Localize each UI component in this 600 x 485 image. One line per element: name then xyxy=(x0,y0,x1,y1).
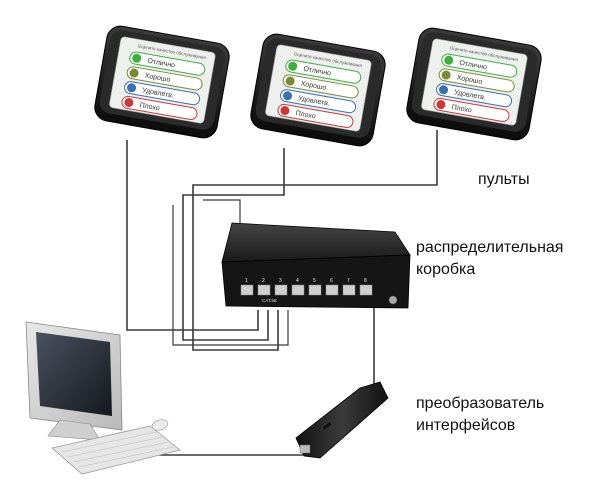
distribution-box: 1 2 3 4 5 6 7 8 CAT.5E xyxy=(221,222,411,309)
port-number: 3 xyxy=(279,278,282,284)
port-number: 6 xyxy=(330,278,333,284)
label-converter-2: интерфейсов xyxy=(416,417,516,434)
remote-button-label: Отлично xyxy=(459,60,488,72)
label-distribution-box-1: распределительная xyxy=(416,239,564,256)
remote-1: Оцените качество обслуживания Отлично Хо… xyxy=(92,23,232,141)
port-number: 4 xyxy=(296,278,299,284)
port-number: 8 xyxy=(364,278,367,284)
wire-bundle-a xyxy=(172,205,289,346)
remote-button-label: Хорошо xyxy=(300,80,327,91)
wire-remote-3 xyxy=(192,130,438,351)
rj45-ports xyxy=(240,284,373,296)
ground-screw xyxy=(388,295,398,305)
remote-3: Оцените качество обслуживания Отлично Хо… xyxy=(404,25,544,143)
label-remotes: пульты xyxy=(478,171,530,188)
remote-button-label: Отлично xyxy=(147,58,176,70)
computer xyxy=(25,321,181,475)
remote-2: Оцените качество обслуживания Отлично Хо… xyxy=(248,31,388,149)
remote-button-label: Плохо xyxy=(139,102,160,112)
label-distribution-box-2: коробка xyxy=(416,261,476,278)
remote-button-label: Отлично xyxy=(303,66,332,78)
wire-bundle-b xyxy=(203,199,241,225)
remote-button-label: Плохо xyxy=(451,104,472,114)
interface-converter xyxy=(295,381,389,459)
remote-buttons: Отлично Хорошо Удовлетв. Плохо xyxy=(277,59,362,129)
remote-button-label: Хорошо xyxy=(144,72,171,83)
port-numbers: 1 2 3 4 5 6 7 8 xyxy=(245,278,367,284)
wire-remote-2 xyxy=(182,148,285,341)
remote-buttons: Отлично Хорошо Удовлетв. Плохо xyxy=(433,53,518,123)
remote-buttons: Отлично Хорошо Удовлетв. Плохо xyxy=(121,51,206,121)
label-converter-1: преобразователь xyxy=(416,395,545,412)
monitor-screen xyxy=(36,332,112,416)
keyboard xyxy=(51,425,181,475)
box-model: CAT.5E xyxy=(262,298,277,303)
port-number: 2 xyxy=(262,278,265,284)
mouse xyxy=(151,419,169,431)
port-number: 7 xyxy=(347,278,350,284)
wiring xyxy=(126,130,438,456)
usb-port xyxy=(299,444,311,454)
wire-converter-pc xyxy=(159,440,305,456)
port-number: 1 xyxy=(245,278,248,284)
port-number: 5 xyxy=(313,278,316,284)
remote-button-label: Плохо xyxy=(295,110,316,120)
remote-button-label: Хорошо xyxy=(456,74,483,85)
